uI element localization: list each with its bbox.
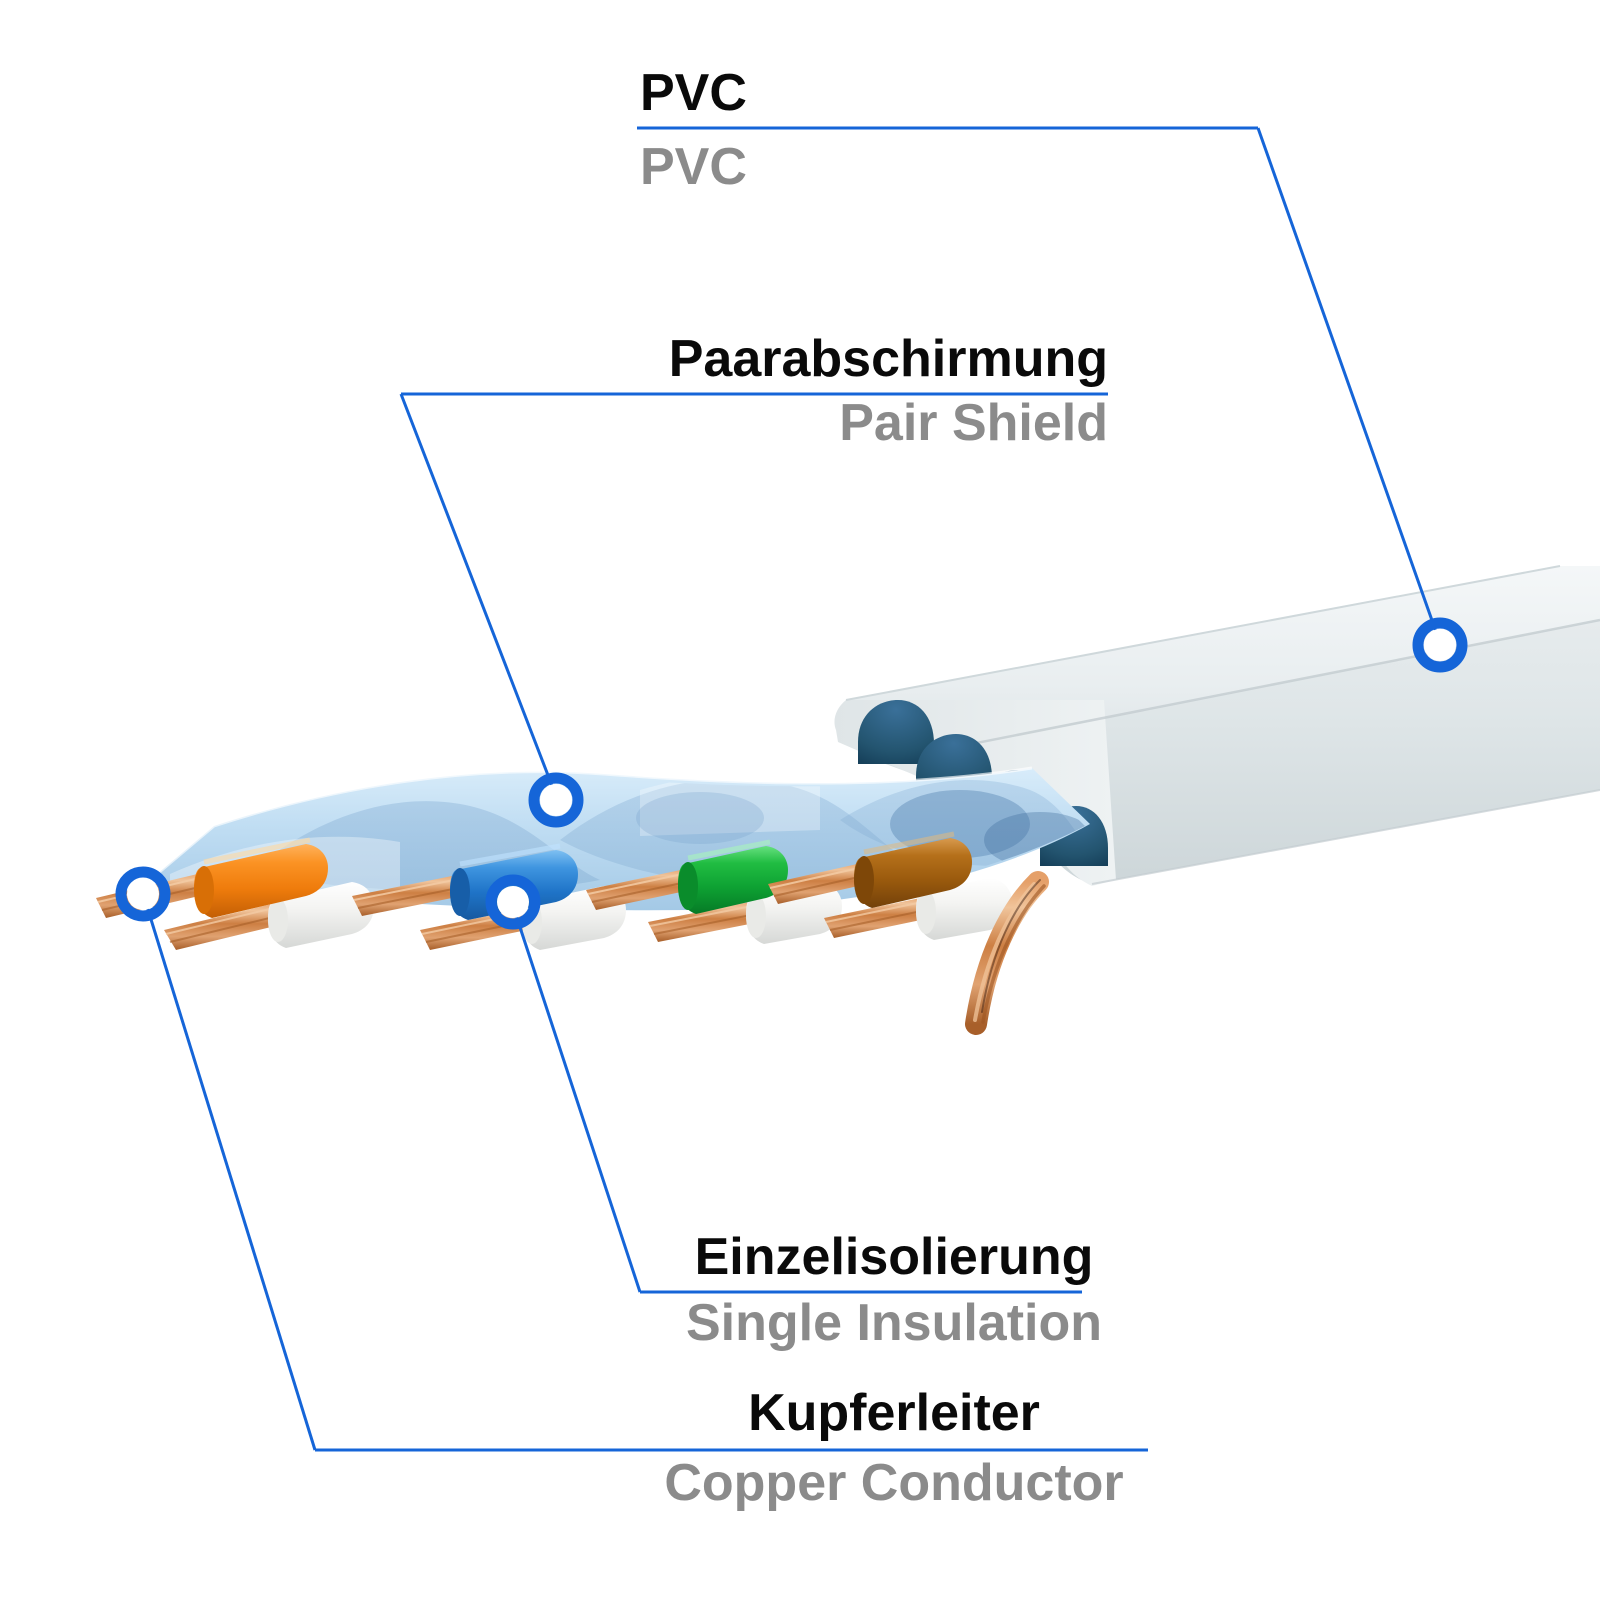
callout-label-de: PVC: [640, 64, 747, 122]
green-pair: [586, 839, 842, 944]
callout-leader-line: [511, 905, 642, 1293]
callout-label-en: Single Insulation: [686, 1294, 1102, 1352]
single-insulation-white: [916, 878, 1012, 940]
brown-pair: [768, 831, 1012, 940]
callout-marker-ring-icon[interactable]: [528, 772, 584, 828]
copper-conductor-strand: [352, 874, 472, 916]
callout-leader-line: [399, 393, 558, 797]
callout-marker-center: [497, 886, 529, 918]
single-insulation-white: [746, 882, 842, 944]
callout-label-en: Copper Conductor: [664, 1454, 1123, 1512]
callout-marker-center: [1424, 629, 1456, 661]
callout-label-en: PVC: [640, 138, 747, 196]
callout-marker-center: [127, 878, 159, 910]
green-insulation: [678, 839, 788, 914]
callout-leader-line: [1256, 127, 1442, 644]
callout-label-de: Einzelisolierung: [695, 1228, 1094, 1286]
callout-marker-ring-icon[interactable]: [115, 866, 171, 922]
callout-label-de: Kupferleiter: [748, 1384, 1040, 1442]
callout-marker-ring-icon[interactable]: [1412, 617, 1468, 673]
orange-insulation: [194, 837, 328, 918]
callout-label-en: Pair Shield: [839, 394, 1108, 452]
copper-conductor-strand: [164, 902, 292, 950]
callout-leader-line: [143, 899, 317, 1451]
callout-pvc[interactable]: PVC PVC: [637, 64, 1468, 673]
drain-wire: [965, 871, 1049, 1035]
callout-marker-ring-icon[interactable]: [485, 874, 541, 930]
brown-insulation: [854, 831, 972, 908]
callout-label-de: Paarabschirmung: [669, 330, 1108, 388]
callout-marker-center: [540, 784, 572, 816]
